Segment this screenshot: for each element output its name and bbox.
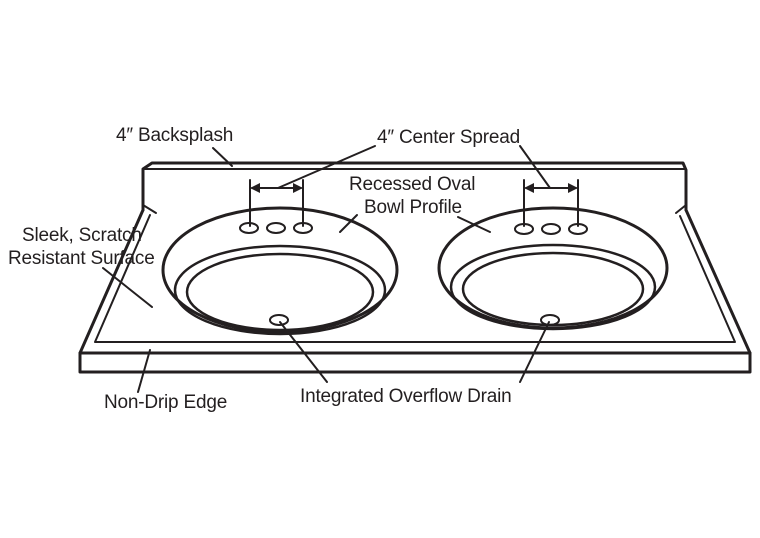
bowl-right-rim xyxy=(437,206,669,330)
label-bowl-line2: Bowl Profile xyxy=(364,197,462,218)
leader-bowl-left xyxy=(339,214,358,233)
leader-center-spread-left xyxy=(277,145,376,189)
labels: 4″ Backsplash 4″ Center Spread Recessed … xyxy=(8,125,520,413)
center-spread-dimension-right xyxy=(523,179,579,227)
leader-backsplash xyxy=(212,147,233,167)
countertop xyxy=(78,208,752,374)
label-bowl-line1: Recessed Oval xyxy=(349,174,475,195)
leader-bowl-right xyxy=(457,216,491,233)
bowl-right xyxy=(437,206,669,331)
bowl-left xyxy=(161,206,399,336)
faucet-hole-right-2 xyxy=(541,223,561,235)
backsplash-right-return xyxy=(675,204,687,214)
bowl-left-recess xyxy=(173,244,387,336)
leader-center-spread-right xyxy=(519,145,551,189)
overflow-drain-right xyxy=(540,314,560,326)
backsplash-outline xyxy=(141,161,688,212)
label-edge: Non-Drip Edge xyxy=(104,392,227,413)
countertop-bevel xyxy=(94,214,736,343)
countertop-surface-outline xyxy=(78,208,752,355)
leader-drain-left xyxy=(279,321,328,383)
backsplash xyxy=(141,161,688,214)
bowl-left-basin xyxy=(185,252,375,332)
countertop-front-edge xyxy=(78,351,752,374)
label-surface-line2: Resistant Surface xyxy=(8,248,155,269)
label-surface-line1: Sleek, Scratch xyxy=(22,225,142,246)
bowl-right-basin xyxy=(461,251,645,327)
label-center-spread: 4″ Center Spread xyxy=(377,127,520,148)
overflow-drain-left xyxy=(269,314,289,326)
faucet-hole-left-2 xyxy=(266,222,286,234)
bowl-left-rim xyxy=(161,206,399,334)
leader-drain-right xyxy=(519,321,550,383)
leader-edge xyxy=(137,349,151,393)
leader-lines xyxy=(102,145,551,393)
bowl-right-recess xyxy=(449,243,657,331)
backsplash-left-return xyxy=(142,204,157,214)
label-backsplash: 4″ Backsplash xyxy=(116,125,233,146)
center-spread-dimension-left xyxy=(249,179,304,227)
label-drain: Integrated Overflow Drain xyxy=(300,386,512,407)
leader-surface xyxy=(102,267,153,308)
